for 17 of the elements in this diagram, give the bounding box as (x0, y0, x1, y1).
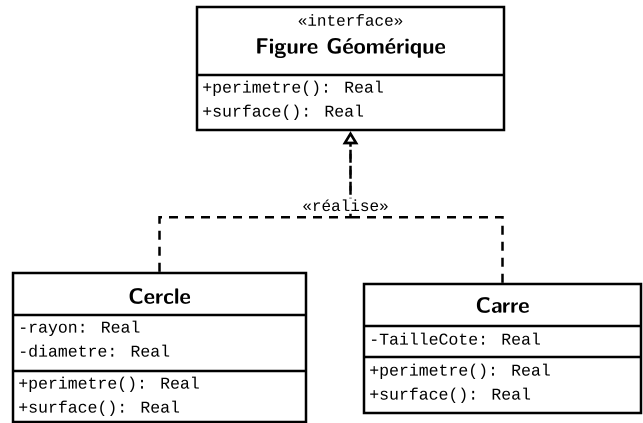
class-box (12, 272, 308, 423)
stereotype: «interface» (298, 14, 402, 26)
method: +perimetre(): Real (19, 376, 199, 392)
method: +perimetre(): Real (370, 364, 550, 379)
attribute: -rayon: Real (20, 320, 140, 336)
method: +surface(): Real (19, 400, 180, 416)
method: +surface(): Real (370, 388, 530, 403)
class-box (196, 6, 506, 132)
class-box (362, 282, 642, 414)
attribute: -diametre: Real (20, 344, 170, 357)
class-name: Figure Géomérique (257, 38, 446, 58)
method: +surface(): Real (203, 104, 364, 120)
class-name: Cercle (130, 288, 190, 304)
edge-label: «réalise» (301, 198, 390, 212)
attribute: -TailleCote: Real (372, 332, 540, 345)
class-name: Carre (476, 297, 529, 313)
method: +perimetre(): Real (203, 80, 383, 96)
